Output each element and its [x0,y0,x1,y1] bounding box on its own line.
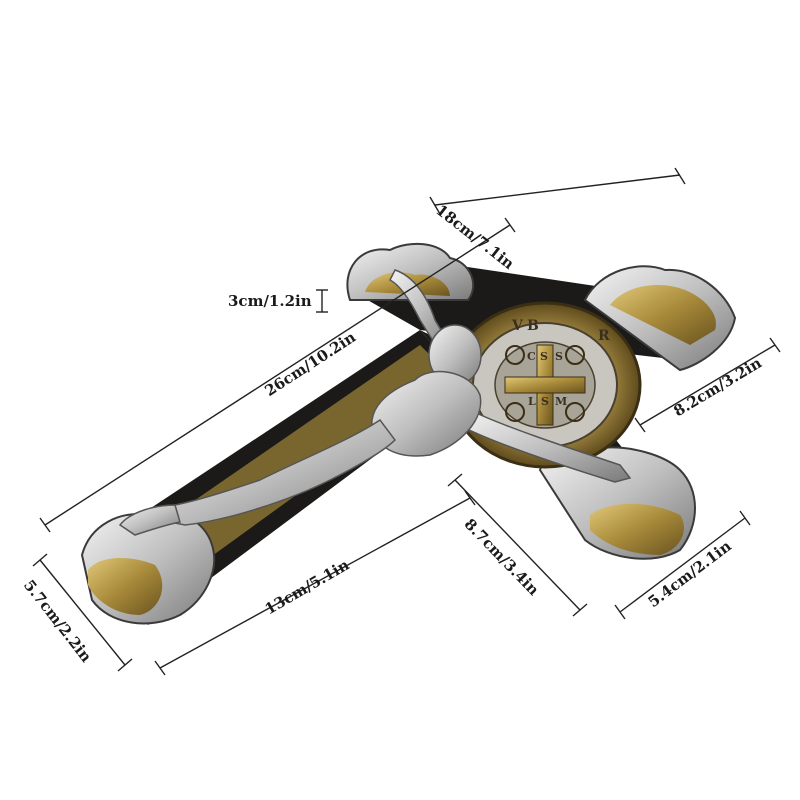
right-arm-end [583,265,737,372]
dimension-lines [32,167,781,676]
medal-letter-r: R [598,328,610,344]
medal-letter-v: V [511,318,524,334]
medal-letter-l: L [528,395,536,408]
medal-letter-b: B [527,318,539,334]
dimension-label-depth: 3cm/1.2in [228,292,312,310]
medal-letter-m: M [555,395,567,408]
lower-right-arm-end [538,444,696,560]
medal-letter-s2: S [555,350,563,363]
benedict-medal: V R S C S S M L B [448,301,642,469]
bottom-arm-end [80,510,216,625]
corpus-figure [118,269,632,536]
medal-letter-s3: S [541,395,549,408]
medal-letter-s1: S [540,350,548,363]
medal-letter-c: C [527,350,536,363]
